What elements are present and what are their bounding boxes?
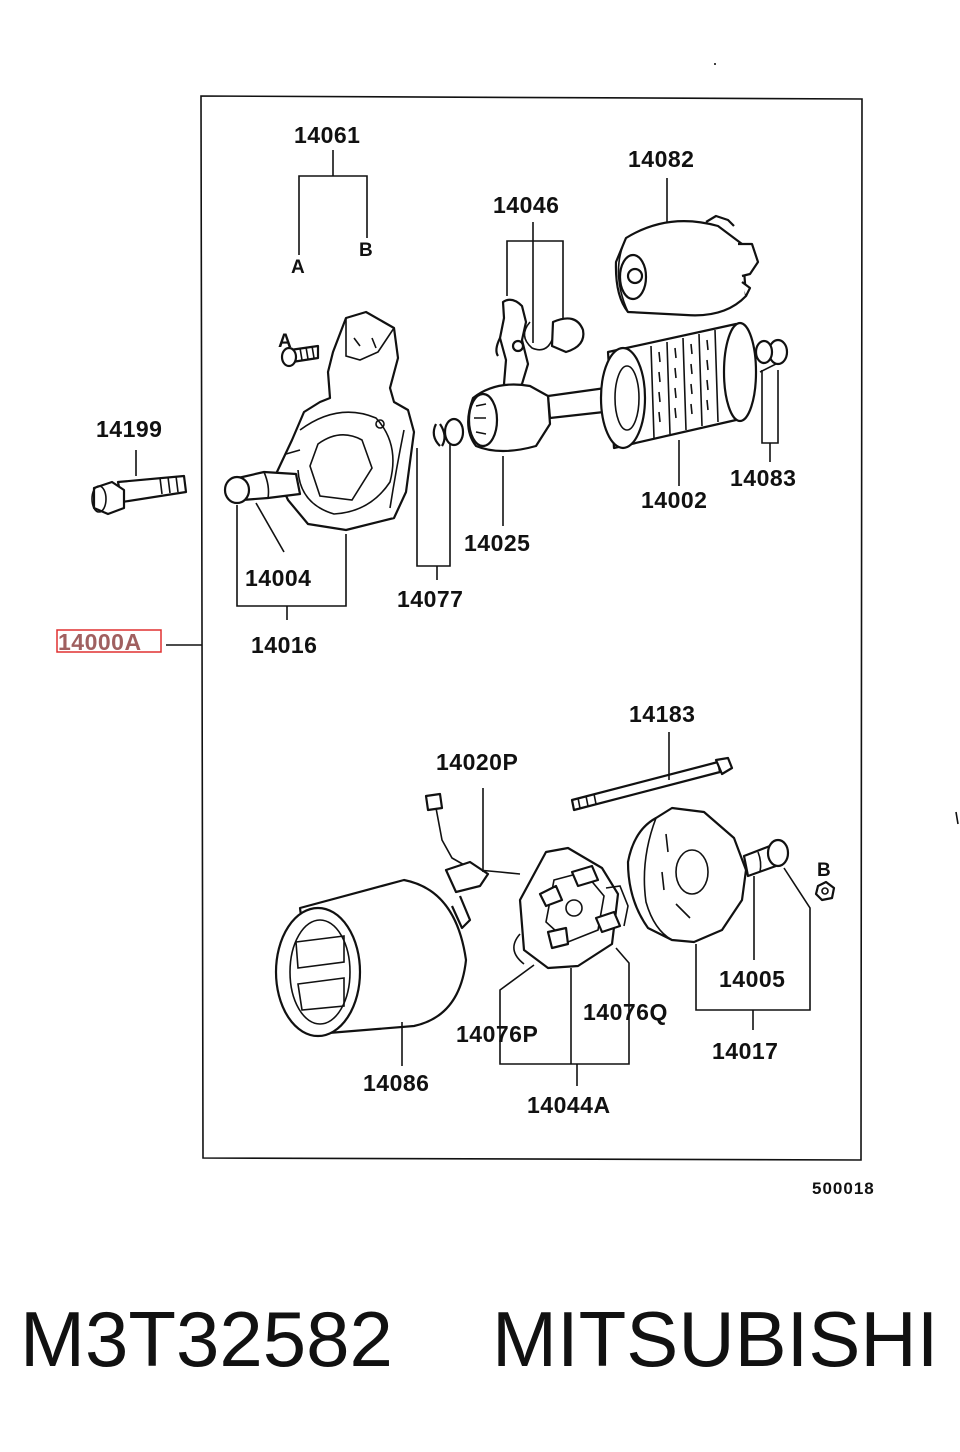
solenoid-switch-14082	[614, 178, 760, 317]
label-14199: 14199	[96, 416, 162, 442]
diagram-code: 500018	[812, 1179, 875, 1198]
highlight-box-14000A	[56, 629, 162, 653]
label-14086: 14086	[363, 1070, 429, 1096]
front-bracket-14016	[274, 310, 416, 532]
label-14020P: 14020P	[436, 749, 518, 775]
caption-part-number: M3T32582	[20, 1295, 393, 1383]
assembly-frame	[200, 95, 863, 1161]
label-14076P: 14076P	[456, 1021, 538, 1047]
stop-rings-14077	[416, 417, 465, 580]
scan-marks	[714, 63, 959, 825]
label-14183: 14183	[629, 701, 695, 727]
brush-holder-14044A	[499, 846, 630, 1086]
caption-brand: MITSUBISHI	[492, 1295, 938, 1383]
armature-14002	[546, 321, 789, 486]
small-bolt-a	[280, 344, 320, 368]
drive-lever-14046	[495, 298, 585, 394]
label-14000A[interactable]: 14000A	[58, 629, 142, 655]
marker-b-nut: B	[817, 860, 831, 881]
bracket-14016	[236, 505, 347, 620]
brush-lead-14020P	[424, 788, 521, 930]
through-bolt-14199	[91, 450, 188, 516]
bracket-14061	[298, 150, 368, 255]
label-14002: 14002	[641, 487, 707, 513]
label-14083: 14083	[730, 465, 796, 491]
label-14061: 14061	[294, 122, 360, 148]
bracket-14083	[761, 370, 779, 462]
marker-a-top: A	[291, 257, 305, 278]
label-14046: 14046	[493, 192, 559, 218]
overrunning-clutch-14025	[467, 383, 552, 526]
rear-bracket-14017	[626, 806, 811, 1030]
marker-a-bolt: A	[278, 331, 292, 352]
bracket-14046	[506, 222, 564, 343]
through-bolt-14183	[570, 732, 734, 812]
label-14004: 14004	[245, 565, 311, 591]
marker-b-top: B	[359, 240, 373, 261]
label-14017: 14017	[712, 1038, 778, 1064]
label-14005: 14005	[719, 966, 785, 992]
label-14025: 14025	[464, 530, 530, 556]
label-14076Q: 14076Q	[583, 999, 668, 1025]
label-14077: 14077	[397, 586, 463, 612]
label-14082: 14082	[628, 146, 694, 172]
bushing-14004	[223, 470, 302, 553]
yoke-14086	[274, 878, 468, 1066]
nut-b	[814, 880, 836, 902]
label-14044A: 14044A	[527, 1092, 611, 1118]
label-14016: 14016	[251, 632, 317, 658]
